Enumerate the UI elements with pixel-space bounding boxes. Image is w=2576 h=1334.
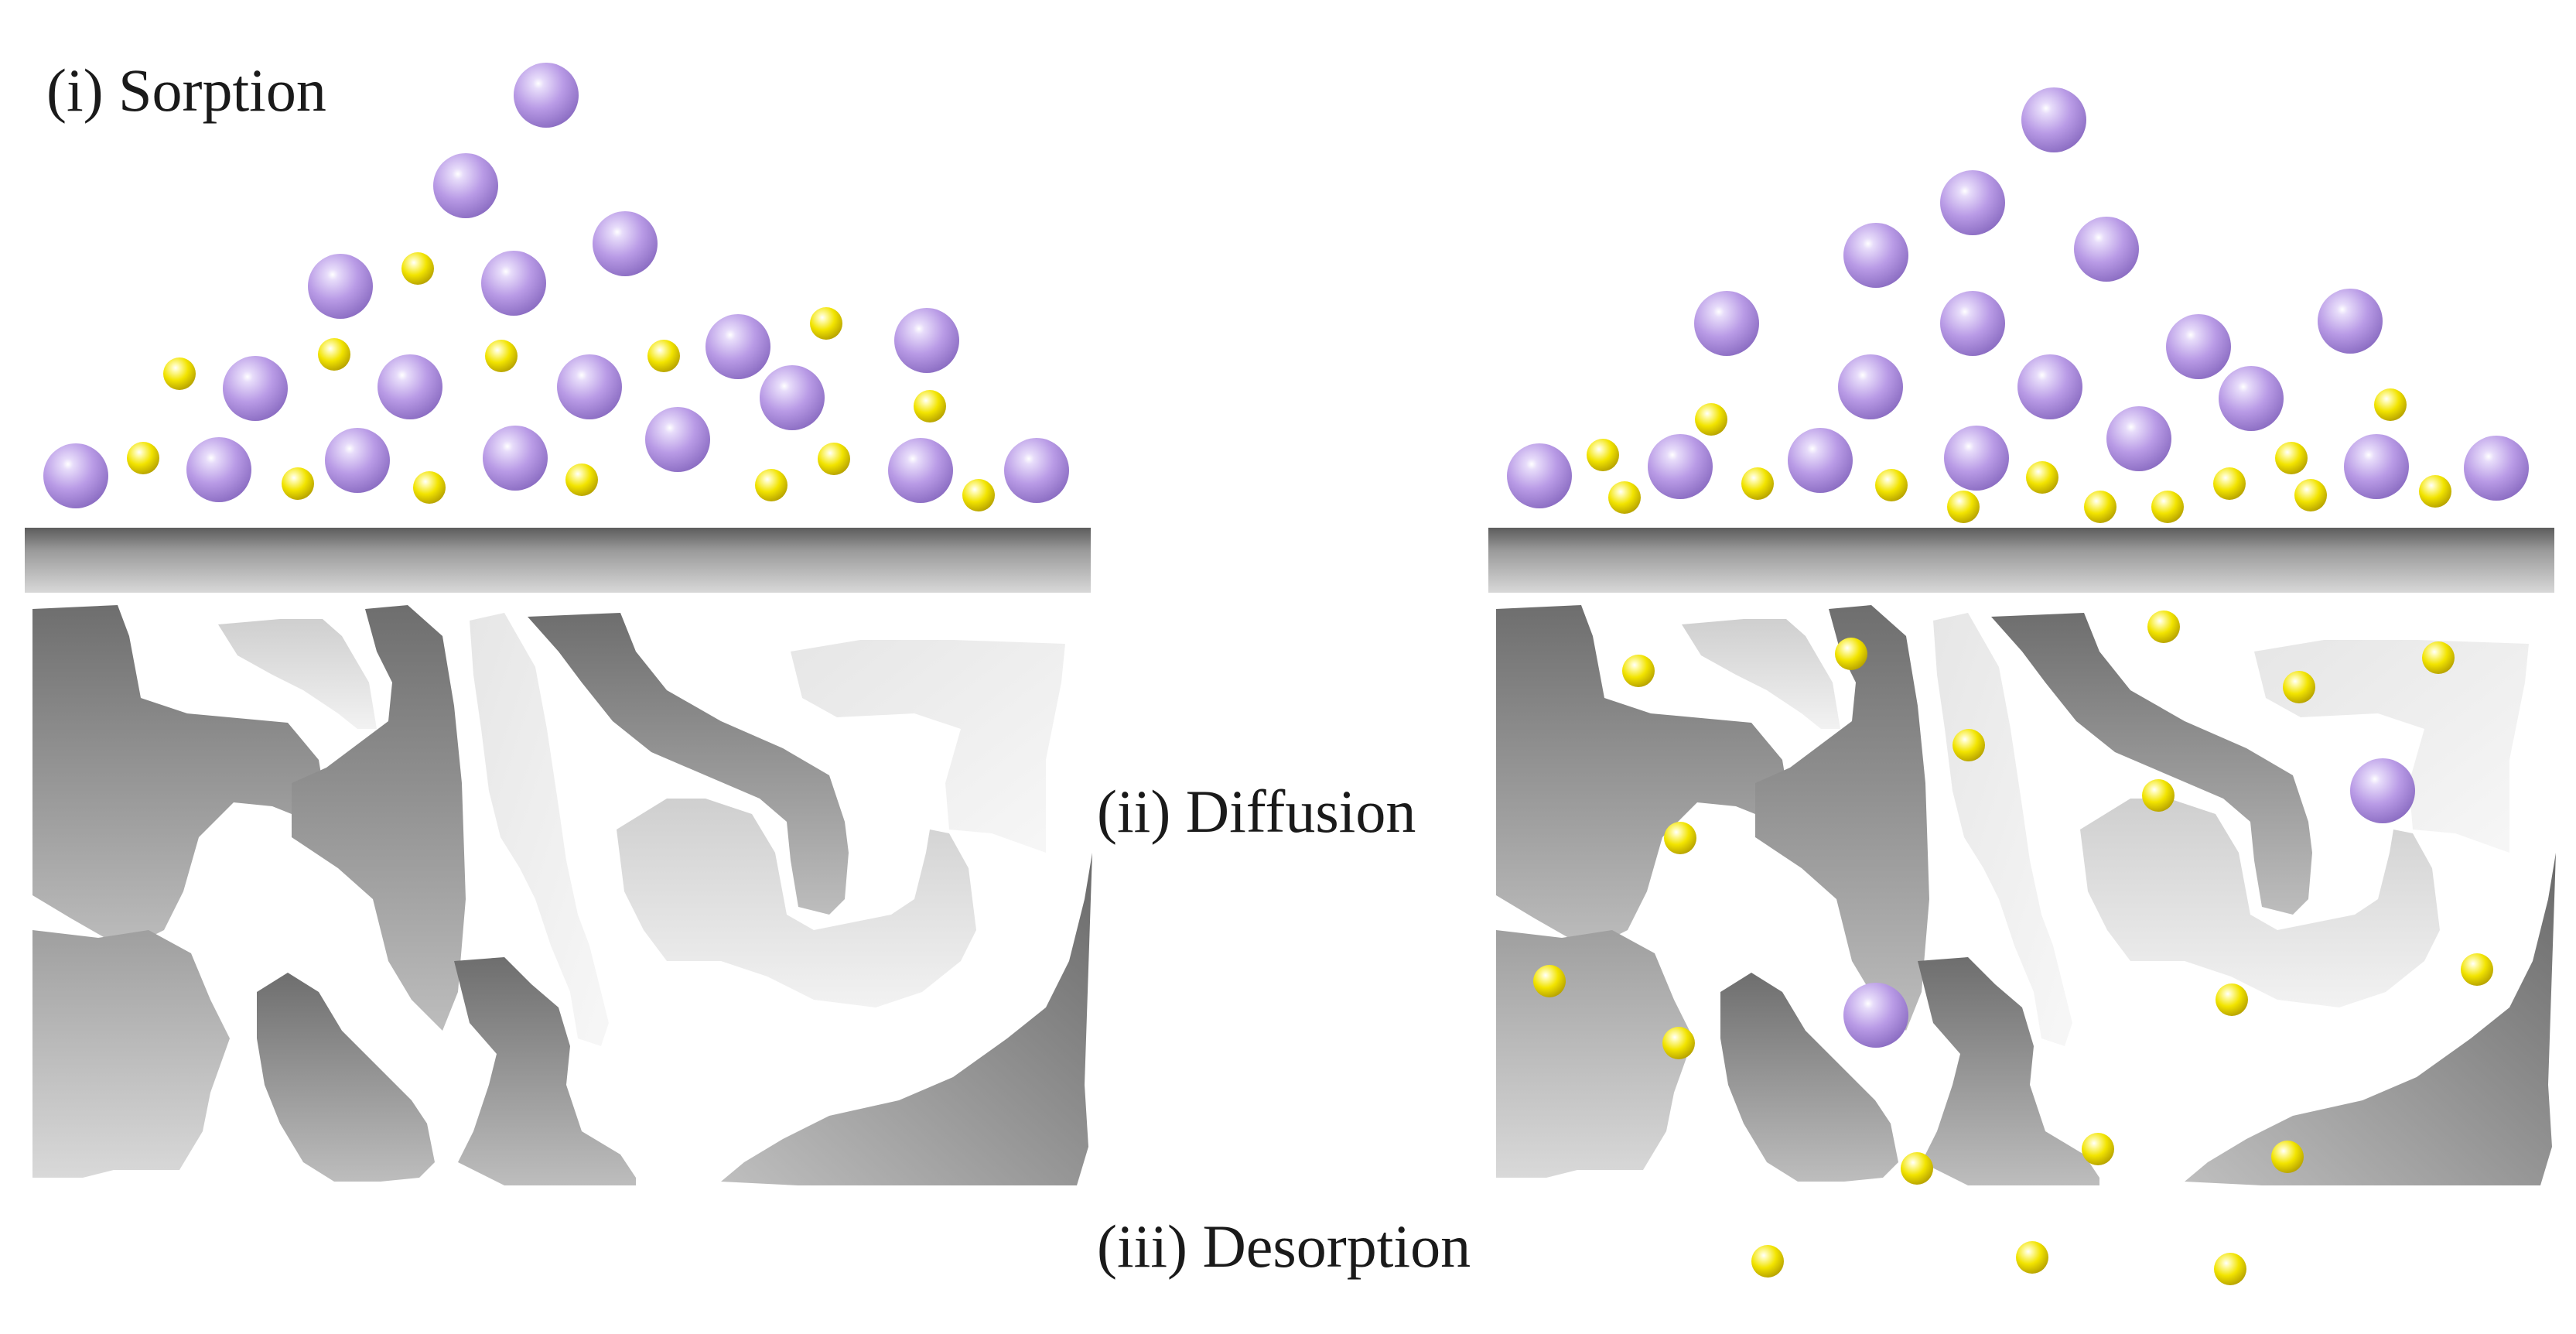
- small-molecule: [1695, 403, 1727, 436]
- small-molecule: [1587, 439, 1619, 471]
- small-molecule: [2216, 983, 2248, 1016]
- small-molecule: [1741, 467, 1774, 500]
- small-molecule: [2419, 475, 2451, 508]
- small-molecule: [2283, 671, 2315, 703]
- small-molecule: [401, 252, 434, 285]
- small-molecule: [127, 442, 159, 474]
- large-molecule: [514, 63, 579, 128]
- small-molecule: [1533, 965, 1566, 997]
- small-molecule: [2016, 1241, 2048, 1274]
- small-molecule: [318, 338, 350, 371]
- large-molecule: [1004, 438, 1069, 503]
- small-molecule: [2147, 611, 2180, 643]
- large-molecule: [593, 211, 658, 276]
- large-molecule: [481, 251, 546, 316]
- small-molecule: [282, 467, 314, 500]
- small-molecule: [1622, 655, 1655, 687]
- large-molecule: [1944, 426, 2009, 491]
- small-molecule: [647, 340, 680, 372]
- small-molecule: [1947, 491, 1980, 523]
- sorption-label: (i) Sorption: [46, 56, 326, 124]
- small-molecule: [2294, 479, 2327, 511]
- small-molecule: [2142, 779, 2175, 812]
- small-molecule: [1608, 481, 1641, 514]
- large-molecule: [2344, 434, 2409, 499]
- small-molecule: [818, 443, 850, 475]
- small-molecule: [962, 479, 995, 511]
- large-molecule: [2219, 366, 2284, 431]
- small-molecule: [1875, 469, 1908, 501]
- large-molecule: [894, 308, 959, 373]
- small-molecule: [1664, 822, 1696, 854]
- small-molecule: [163, 357, 196, 390]
- large-molecule: [2166, 314, 2231, 379]
- small-molecule: [485, 340, 518, 372]
- small-molecule: [1751, 1245, 1784, 1278]
- small-molecule: [2374, 388, 2407, 421]
- large-molecule: [308, 254, 373, 319]
- large-molecule: [433, 153, 498, 218]
- large-molecule: [645, 407, 710, 472]
- large-molecule: [1838, 354, 1903, 419]
- large-molecule: [1843, 223, 1908, 288]
- small-molecule: [755, 469, 787, 501]
- large-molecule: [1507, 443, 1572, 508]
- small-molecule: [565, 463, 598, 496]
- small-molecule: [1901, 1152, 1933, 1185]
- small-molecule: [1835, 638, 1867, 670]
- small-molecule: [1952, 729, 1985, 761]
- large-molecule: [2074, 217, 2139, 282]
- large-molecule: [705, 314, 770, 379]
- small-molecule: [914, 390, 946, 422]
- large-molecule: [1940, 291, 2005, 356]
- large-molecule: [2464, 436, 2529, 501]
- small-molecule: [2084, 491, 2116, 523]
- large-molecule: [2017, 354, 2082, 419]
- left-panel-molecules: [43, 63, 1069, 511]
- large-molecule: [1648, 434, 1713, 499]
- small-molecule: [2275, 442, 2308, 474]
- large-molecule: [2318, 289, 2383, 354]
- small-molecule: [2151, 491, 2184, 523]
- large-molecule: [1788, 428, 1853, 493]
- small-molecule: [2422, 641, 2455, 674]
- large-molecule: [1940, 170, 2005, 235]
- desorption-label: (iii) Desorption: [1097, 1213, 1471, 1280]
- small-molecule: [413, 471, 446, 504]
- right-panel-molecules: [1507, 87, 2529, 1285]
- small-molecule: [2026, 461, 2058, 494]
- small-molecule: [2271, 1141, 2304, 1173]
- large-molecule: [325, 428, 390, 493]
- large-molecule: [223, 356, 288, 421]
- large-molecule: [43, 443, 108, 508]
- small-molecule: [810, 307, 842, 340]
- large-molecule: [483, 426, 548, 491]
- large-molecule: [557, 354, 622, 419]
- small-molecule: [2214, 1253, 2246, 1285]
- small-molecule: [2213, 467, 2246, 500]
- large-molecule: [1843, 983, 1908, 1048]
- large-molecule: [1694, 291, 1759, 356]
- large-molecule: [2350, 758, 2415, 823]
- large-molecule: [186, 437, 251, 502]
- small-molecule: [2461, 953, 2493, 986]
- small-molecule: [2082, 1133, 2114, 1165]
- large-molecule: [2106, 406, 2171, 471]
- large-molecule: [888, 438, 953, 503]
- small-molecule: [1662, 1027, 1695, 1059]
- diffusion-label: (ii) Diffusion: [1097, 778, 1416, 845]
- large-molecule: [378, 354, 442, 419]
- large-molecule: [2021, 87, 2086, 152]
- large-molecule: [760, 365, 825, 430]
